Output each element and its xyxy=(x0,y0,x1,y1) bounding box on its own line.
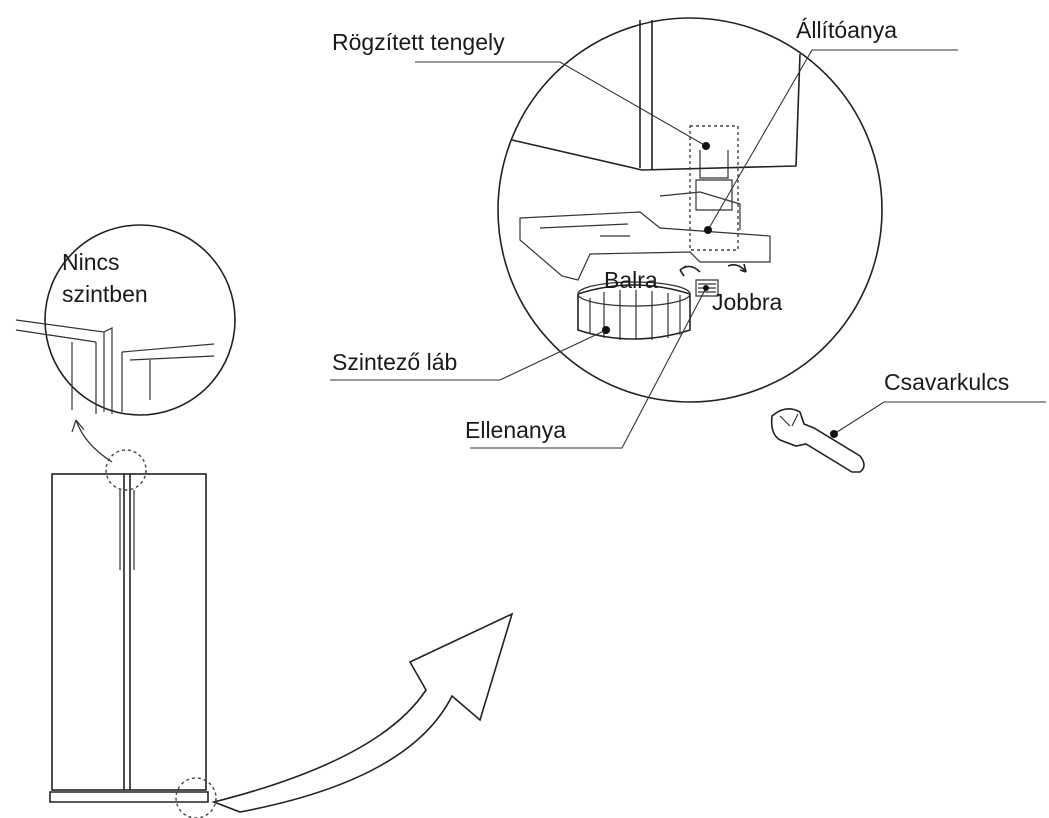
not-level-detail-view: Nincs szintben xyxy=(15,224,236,463)
top-highlight-circle xyxy=(105,449,147,491)
wrench-icon xyxy=(770,408,865,473)
lock-nut-dot xyxy=(703,285,709,291)
fridge-body xyxy=(51,473,207,791)
fridge-base xyxy=(49,791,209,803)
adjusting-nut-leader xyxy=(707,49,958,231)
refrigerator xyxy=(49,449,217,818)
leveling-foot-label: Szintező láb xyxy=(332,349,457,375)
fridge-door-split xyxy=(123,474,131,790)
leveling-foot-leader xyxy=(330,329,607,381)
fridge-handles xyxy=(119,490,135,570)
leveling-foot-drawing xyxy=(577,281,691,340)
fixed-shaft-label: Rögzített tengely xyxy=(332,29,505,55)
not-level-label-line2: szintben xyxy=(62,281,148,307)
lock-nut-drawing xyxy=(695,279,719,297)
foot-detail-view: Rögzített tengely Állítóanya Balra Jobbr… xyxy=(330,17,958,449)
cabinet-door-edge xyxy=(511,20,801,171)
shaft-highlight-box xyxy=(689,125,739,251)
foot-highlight-circle xyxy=(175,777,217,818)
lock-nut-leader xyxy=(470,287,707,449)
fixed-shaft-leader xyxy=(415,61,707,147)
shaft xyxy=(695,150,733,211)
adjusting-nut-label: Állítóanya xyxy=(796,17,897,43)
fixed-shaft-dot xyxy=(702,142,710,150)
not-level-label-line1: Nincs xyxy=(62,249,120,275)
top-to-detail-arrow xyxy=(75,419,113,463)
rotate-left-arrow-icon xyxy=(679,265,701,277)
adjusting-nut-dot xyxy=(704,226,712,234)
leveling-foot-dot xyxy=(602,326,610,334)
left-label: Balra xyxy=(604,267,658,293)
detail-circle xyxy=(497,17,883,403)
hinge-plate xyxy=(519,211,771,281)
lock-nut-label: Ellenanya xyxy=(465,417,566,443)
not-level-circle xyxy=(44,224,236,416)
wrench-leader xyxy=(833,401,1046,435)
rotate-right-arrow-icon xyxy=(727,263,747,273)
uneven-doors-drawing xyxy=(15,319,215,414)
wrench-label: Csavarkulcs xyxy=(884,369,1009,395)
wrench-dot xyxy=(830,430,838,438)
right-label: Jobbra xyxy=(712,289,783,315)
foot-to-detail-big-arrow xyxy=(211,612,514,813)
hinge-plate-inner xyxy=(539,191,741,237)
top-to-detail-arrowhead-icon xyxy=(71,419,85,433)
